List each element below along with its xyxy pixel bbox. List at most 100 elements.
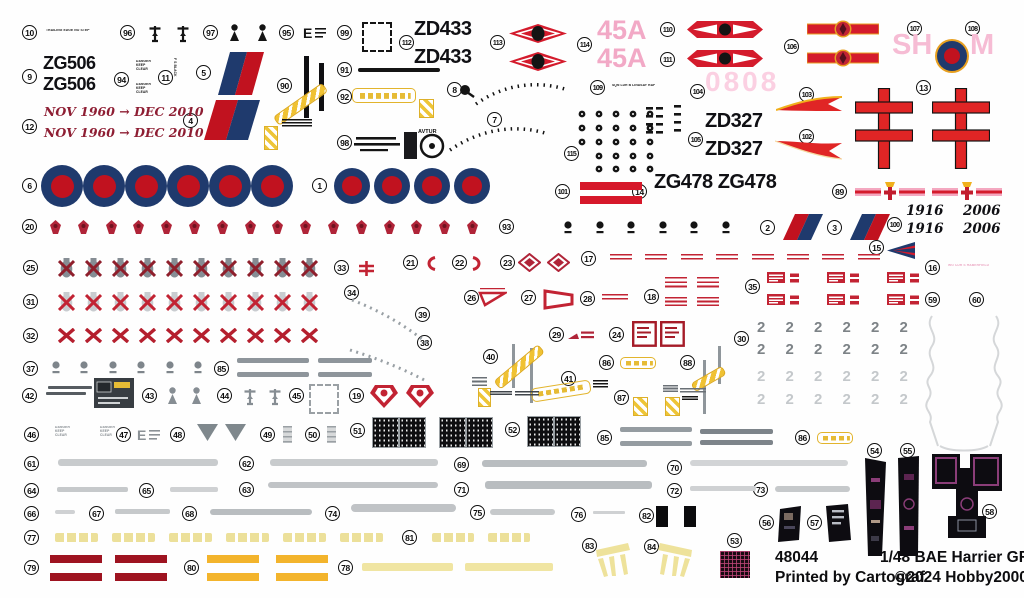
decal-number-marker-34: 34	[344, 285, 359, 300]
yellow-hatch-decal	[478, 388, 491, 407]
decal-text: NOV 1960 → DEC 2010	[44, 104, 204, 119]
dashed-yellow-stripe-decal	[283, 533, 326, 542]
yellow-hatch-decal	[264, 126, 278, 150]
decal-number-marker-46: 46	[24, 427, 39, 442]
stripe-decal	[530, 348, 533, 403]
decal-text: 2	[899, 319, 908, 336]
squadron-crest-decal	[370, 385, 398, 413]
decal-number-marker-99: 99	[337, 25, 352, 40]
decal-number-marker-58: 58	[982, 504, 997, 519]
decal-number-marker-28: 28	[580, 291, 595, 306]
decal-text: 2006	[963, 221, 1001, 237]
stripe-decal	[700, 429, 773, 434]
stripe-decal	[270, 459, 438, 466]
decal-number-marker-101: 101	[555, 184, 570, 199]
yellow-hatch-decal	[665, 397, 680, 416]
dot-stencil-decal	[165, 361, 175, 379]
stripe-decal	[593, 511, 625, 514]
dot-stencil-decal	[626, 221, 636, 239]
yellow-hatch-decal	[633, 397, 648, 416]
micro-stencil-lines	[610, 254, 632, 262]
red-placard-pair-decal	[767, 293, 801, 311]
diamond-crest-decal	[517, 252, 542, 277]
micro-stencil-lines	[663, 385, 678, 393]
stencil-micro-text: DANGER KEEP CLEAR	[55, 426, 70, 438]
micro-stencil-lines	[716, 254, 739, 262]
micro-stencil-lines	[665, 297, 687, 308]
yellow-fan-stripe-decal	[594, 542, 632, 583]
decal-number-marker-98: 98	[337, 135, 352, 150]
decal-number-marker-95: 95	[279, 25, 294, 40]
vent-grid-decal	[554, 416, 581, 447]
dashed-yellow-stripe-decal	[55, 533, 98, 542]
side-panel-decal	[826, 504, 851, 547]
stripe-decal	[50, 573, 102, 581]
yellow-banner-decal	[530, 379, 592, 403]
stripe-decal	[207, 555, 259, 563]
decal-number-marker-62: 62	[239, 456, 254, 471]
stripe-decal	[50, 555, 102, 563]
decal-number-marker-84: 84	[644, 539, 659, 554]
decal-number-marker-71: 71	[454, 482, 469, 497]
dot-stencil-decal	[689, 221, 699, 239]
roundel-decal	[251, 165, 293, 207]
micro-stencil-lines	[645, 254, 668, 262]
roundel-decal	[167, 165, 209, 207]
decal-number-marker-115: 115	[564, 146, 579, 161]
decal-number-marker-27: 27	[521, 290, 536, 305]
small-grille-decal	[327, 426, 336, 443]
decal-number-marker-70: 70	[667, 460, 682, 475]
micro-stencil-lines	[682, 396, 698, 401]
x-mark-decal	[57, 327, 76, 348]
person-stencil-decal	[190, 387, 203, 410]
vent-grid-decal	[399, 417, 426, 448]
decal-text: 2	[785, 341, 794, 358]
person-stencil-decal	[256, 24, 269, 47]
decal-text: SH	[892, 29, 933, 61]
decal-number-marker-93: 93	[499, 219, 514, 234]
decal-number-marker-61: 61	[24, 456, 39, 471]
ejection-handle-decal	[300, 292, 319, 318]
decal-text: ZD433	[414, 46, 472, 68]
vent-grid-decal	[527, 416, 554, 447]
squadron-diamond-decal	[509, 24, 567, 48]
ejection-handle-decal	[111, 258, 130, 284]
stripe-decal	[115, 555, 167, 563]
stencil-micro-text: DANGER KEEP CLEAR	[136, 60, 151, 72]
fin-flash-decal	[218, 52, 264, 100]
decal-number-marker-82: 82	[639, 508, 654, 523]
decal-number-marker-52: 52	[505, 422, 520, 437]
decal-number-marker-63: 63	[239, 482, 254, 497]
stripe-decal	[684, 506, 696, 527]
x-mark-decal	[138, 327, 157, 348]
yellow-banner-decal	[620, 357, 656, 369]
x-mark-decal	[111, 327, 130, 348]
decal-number-marker-87: 87	[614, 390, 629, 405]
red-arrow-decal	[774, 136, 843, 167]
fin-flash-decal	[783, 214, 823, 245]
stripe-decal	[55, 510, 75, 514]
stripe-decal	[46, 392, 86, 395]
tick-arc-decal	[448, 120, 552, 159]
yellow-banner-decal	[352, 88, 416, 103]
stripe-decal	[580, 196, 642, 204]
decal-number-marker-8: 8	[447, 82, 462, 97]
gray-triangle-decal	[197, 424, 218, 446]
ejection-handle-decal	[300, 258, 319, 284]
decal-number-marker-72: 72	[667, 483, 682, 498]
dashed-frame-decal	[309, 384, 339, 414]
decal-number-marker-107: 107	[907, 21, 922, 36]
dot-stencil-decal	[595, 221, 605, 239]
stripe-decal	[276, 555, 328, 563]
decal-number-marker-91: 91	[337, 62, 352, 77]
decal-text: 2	[814, 341, 823, 358]
red-placard-pair-decal	[887, 293, 921, 311]
small-crest-decal	[411, 220, 423, 239]
squadron-roundel-decal	[934, 38, 970, 79]
decal-text: 2	[899, 341, 908, 358]
small-crest-decal	[300, 220, 312, 239]
double-cross-decal	[931, 87, 991, 174]
gauge-stencil-decal: AVTUR	[352, 126, 448, 167]
decal-number-marker-90: 90	[277, 78, 292, 93]
roundel-decal	[83, 165, 125, 207]
